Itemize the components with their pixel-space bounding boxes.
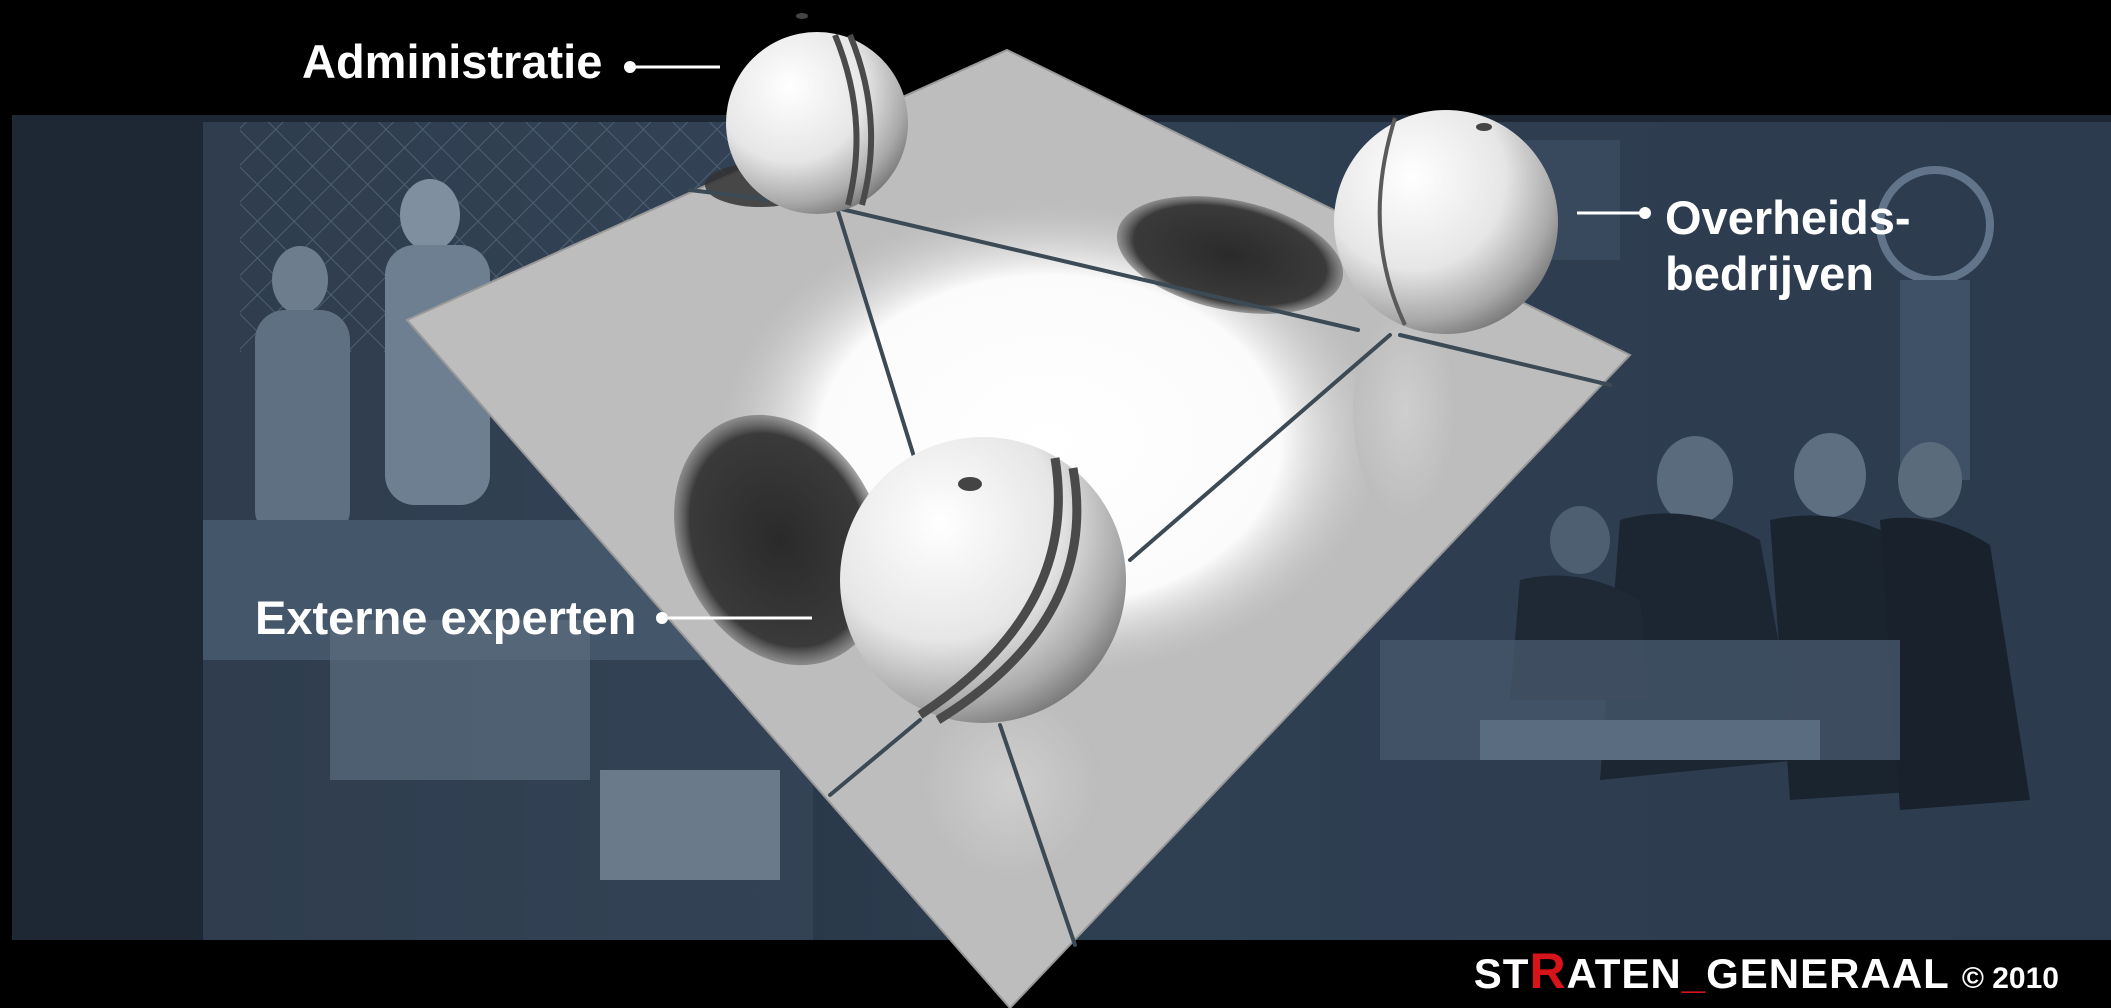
label-overheidsbedrijven: Overheids- bedrijven bbox=[1665, 190, 1911, 303]
label-externe-experten: Externe experten bbox=[255, 590, 636, 646]
brand-suffix: GENERAAL bbox=[1706, 950, 1950, 997]
sphere-externe-experten bbox=[840, 437, 1126, 723]
label-administratie: Administratie bbox=[302, 34, 602, 90]
copyright-text: © 2010 bbox=[1962, 962, 2059, 995]
brand-middle: ATEN bbox=[1567, 950, 1682, 997]
label-overheidsbedrijven-line2: bedrijven bbox=[1665, 246, 1911, 302]
sphere-overheidsbedrijven bbox=[1334, 110, 1558, 334]
brand-underscore: _ bbox=[1682, 950, 1706, 997]
footer-brand: STRATEN_GENERAAL © 2010 bbox=[1474, 942, 2059, 1000]
brand-logo: STRATEN_GENERAAL bbox=[1474, 950, 1950, 997]
callout-administratie bbox=[624, 61, 720, 73]
label-overheidsbedrijven-line1: Overheids- bbox=[1665, 190, 1911, 246]
brand-highlight: R bbox=[1529, 943, 1566, 999]
brand-prefix: ST bbox=[1474, 950, 1530, 997]
sphere-administratie bbox=[726, 13, 908, 214]
